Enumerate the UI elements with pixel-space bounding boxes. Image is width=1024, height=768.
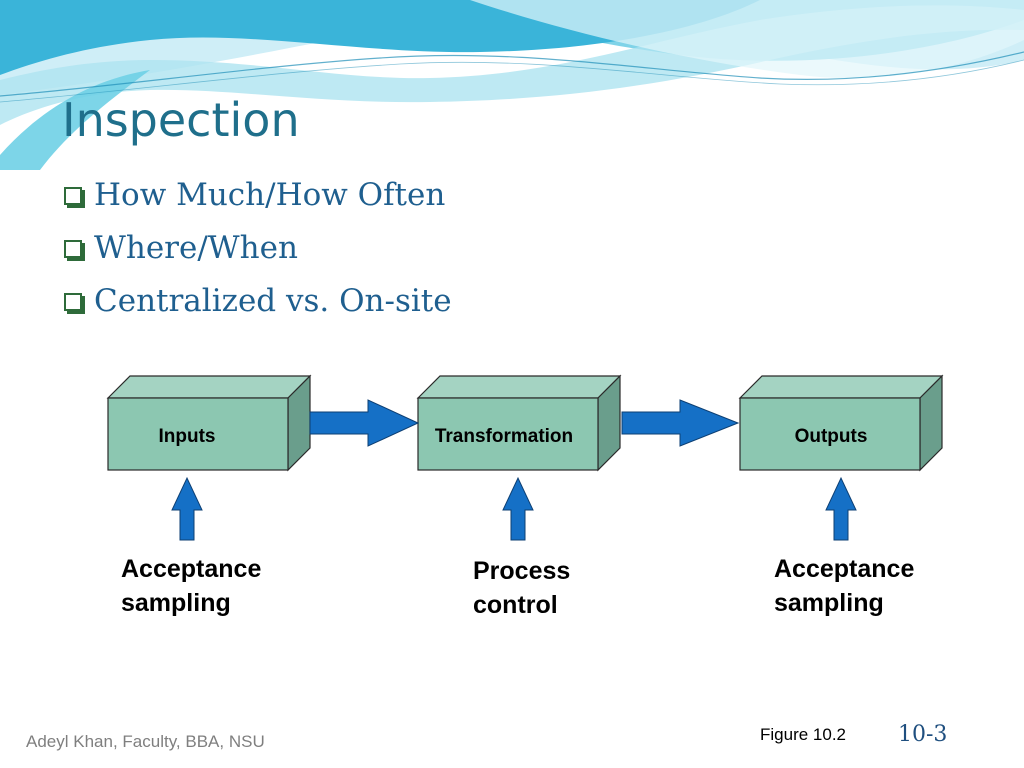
up-arrow-icon <box>502 476 534 541</box>
outputs-box: Outputs <box>738 374 944 472</box>
transformation-label: Transformation <box>435 426 573 447</box>
up-arrow-icon <box>825 476 857 541</box>
up-arrow-icon <box>171 476 203 541</box>
inputs-box: Inputs <box>106 374 312 472</box>
right-arrow-icon <box>621 399 740 447</box>
slide-number: 10-3 <box>898 722 948 747</box>
checkbox-bullet-icon <box>64 239 82 258</box>
footer-author: Adeyl Khan, Faculty, BBA, NSU <box>26 732 265 751</box>
bullet-item: How Much/How Often <box>64 168 452 221</box>
bullet-text: How Much/How Often <box>94 176 446 213</box>
bullet-item: Where/When <box>64 221 452 274</box>
inputs-label: Inputs <box>159 426 216 447</box>
acceptance-sampling-caption-left: Acceptance sampling <box>121 555 262 617</box>
bullet-text: Where/When <box>94 229 298 266</box>
process-control-caption: Process control <box>473 557 571 619</box>
bullet-list: How Much/How Often Where/When Centralize… <box>64 168 452 327</box>
slide-title: Inspection <box>62 93 300 147</box>
figure-reference: Figure 10.2 <box>760 725 846 744</box>
transformation-box: Transformation <box>416 374 622 472</box>
checkbox-bullet-icon <box>64 186 82 205</box>
acceptance-sampling-caption-right: Acceptance sampling <box>774 555 915 617</box>
outputs-label: Outputs <box>795 426 868 447</box>
right-arrow-icon <box>309 399 420 447</box>
bullet-text: Centralized vs. On-site <box>94 282 452 319</box>
checkbox-bullet-icon <box>64 292 82 311</box>
bullet-item: Centralized vs. On-site <box>64 274 452 327</box>
header-wave-decoration <box>0 0 1024 170</box>
